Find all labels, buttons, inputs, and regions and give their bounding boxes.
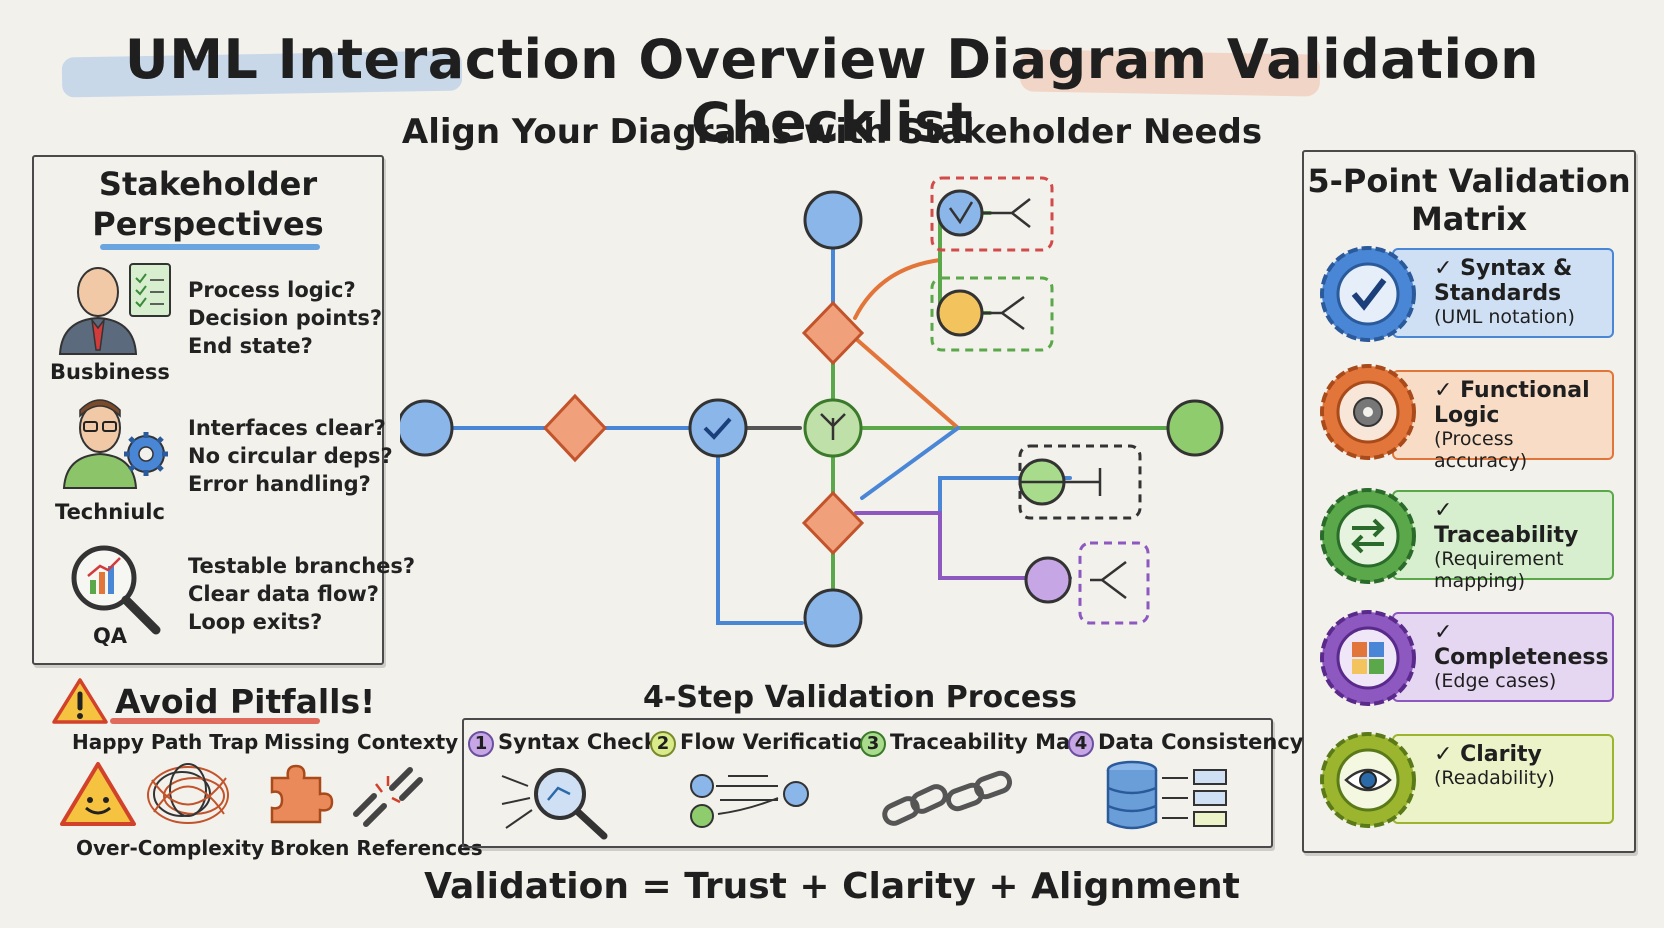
process-heading: 4-Step Validation Process (643, 680, 1077, 715)
matrix-panel (1302, 150, 1636, 853)
chain-links-icon (882, 770, 1013, 826)
branch-node (1024, 556, 1072, 604)
page-subtitle: Align Your Diagrams with Stakeholder Nee… (401, 112, 1263, 152)
check-node (688, 398, 748, 458)
branch-node (936, 189, 984, 237)
business-questions: Process logic? Decision points? End stat… (188, 278, 383, 358)
developer-gear-icon (62, 399, 168, 489)
gear-badge-icon (1320, 364, 1416, 460)
magnifier-chart-icon (71, 545, 161, 635)
branch-box (930, 276, 1054, 352)
role-business: Busbiness (50, 360, 170, 384)
initial-node (400, 399, 454, 457)
database-icon (1106, 760, 1227, 830)
role-technical: Techniulc (55, 500, 165, 524)
pitfall-over-complexity: Over-Complexity (76, 836, 265, 860)
branch-box (930, 176, 1054, 252)
footer-equation: Validation = Trust + Clarity + Alignment (424, 866, 1240, 907)
matrix-item-traceability: ✓ Traceability (Requirement mapping) (1392, 490, 1614, 592)
businessman-icon (58, 263, 171, 355)
check-badge-icon (1320, 246, 1416, 342)
pitfall-broken-references: Broken References (270, 836, 483, 860)
decision-node (542, 393, 608, 463)
role-qa: QA (92, 624, 128, 648)
flow-edge (853, 258, 942, 320)
matrix-item-clarity: ✓ Clarity (Readability) (1392, 734, 1614, 824)
interaction-flow-diagram (400, 176, 1224, 648)
arrows-badge-icon (1320, 488, 1416, 584)
process-box (462, 718, 1273, 848)
flow-edge (854, 511, 1072, 580)
puzzle-piece-icon (270, 764, 334, 824)
branch-node (936, 289, 984, 337)
pitfalls-heading: Avoid Pitfalls! (115, 682, 376, 721)
stakeholder-panel (32, 155, 384, 665)
decision-node-lower (801, 490, 865, 556)
matrix-item-syntax: ✓ Syntax & Standards (UML notation) (1392, 248, 1614, 338)
final-node (1166, 399, 1224, 457)
warning-icon (52, 678, 108, 724)
flow-edge (716, 456, 804, 625)
qa-questions: Testable branches? Clear data flow? Loop… (188, 554, 416, 634)
broken-chain-icon (353, 767, 423, 827)
eye-badge-icon (1320, 732, 1416, 828)
pitfall-missing-context: Missing Contexty (264, 730, 459, 754)
matrix-item-completeness: ✓ Completeness (Edge cases) (1392, 612, 1614, 702)
smiley-warning-icon (60, 762, 136, 826)
heading-underline (100, 244, 320, 250)
tangled-lines-icon (147, 763, 229, 824)
flow-merge-icon (690, 774, 809, 828)
flow-edge (853, 336, 960, 430)
technical-questions: Interfaces clear? No circular deps? Erro… (188, 416, 393, 496)
pitfalls-underline (110, 718, 320, 724)
puzzle-badge-icon (1320, 610, 1416, 706)
decision-node-upper (801, 300, 865, 366)
top-node (803, 190, 863, 250)
matrix-item-functional: ✓ Functional Logic (Process accuracy) (1392, 370, 1614, 472)
branch-box (1078, 541, 1150, 625)
pitfall-happy-path: Happy Path Trap (72, 730, 259, 754)
flow-edge (860, 426, 960, 500)
stakeholder-heading: Stakeholder Perspectives (92, 165, 324, 243)
page-title: UML Interaction Overview Diagram Validat… (124, 28, 1540, 154)
bottom-node (803, 588, 863, 648)
syntax-magnifier-icon (501, 768, 608, 840)
matrix-heading: 5-Point Validation Matrix (1307, 162, 1631, 238)
